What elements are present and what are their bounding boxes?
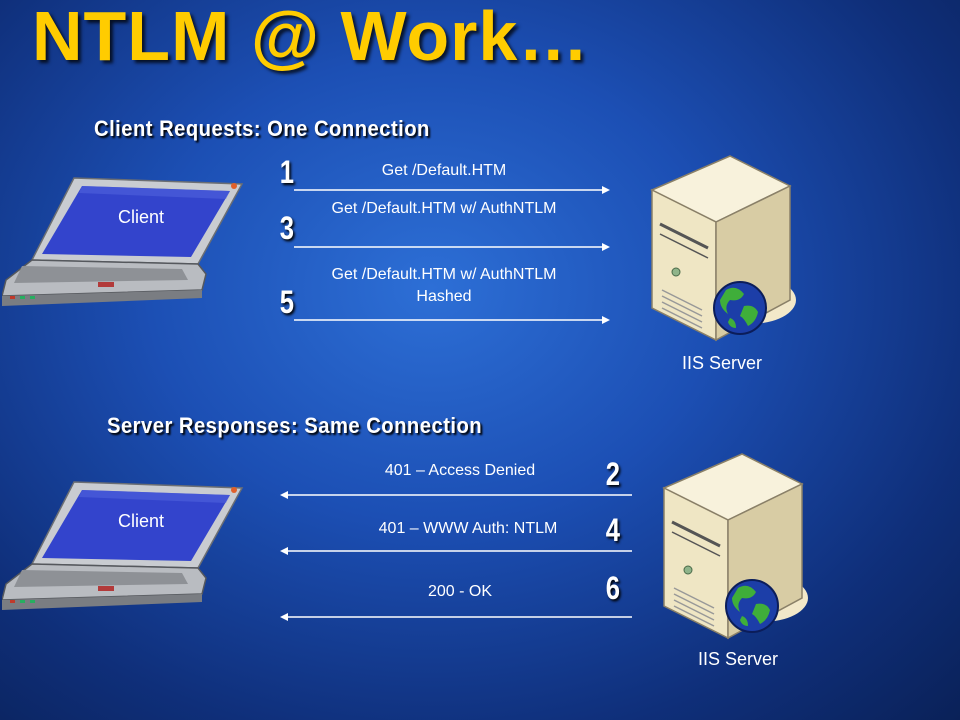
requests-heading: Client Requests: One Connection — [94, 116, 430, 141]
step-number-6: 6 — [605, 570, 621, 606]
server-icon — [650, 155, 796, 342]
server-label-bottom: IIS Server — [698, 649, 779, 669]
server-top — [640, 150, 800, 355]
request-arrow-1 — [294, 185, 612, 195]
laptop-icon — [1, 177, 244, 306]
step-number-4: 4 — [605, 512, 621, 548]
globe-icon — [725, 579, 779, 633]
response-message-4: 401 – WWW Auth: NTLM — [378, 520, 558, 537]
server-bottom — [652, 448, 812, 653]
request-message-5: Get /Default.HTM w/ AuthNTLM Hashed — [331, 266, 557, 305]
globe-icon — [713, 281, 767, 335]
server-label-top: IIS Server — [682, 353, 763, 373]
client-laptop-bottom — [1, 474, 247, 629]
request-message-3: Get /Default.HTM w/ AuthNTLM — [331, 200, 557, 217]
client-laptop-top — [1, 170, 247, 325]
response-message-6: 200 - OK — [427, 583, 493, 600]
laptop-icon — [1, 481, 244, 610]
response-arrow-2 — [280, 490, 634, 500]
request-arrow-5 — [294, 315, 612, 325]
response-message-2: 401 – Access Denied — [384, 462, 536, 479]
response-arrow-6 — [280, 612, 634, 622]
responses-heading: Server Responses: Same Connection — [107, 413, 483, 438]
step-number-5: 5 — [279, 284, 295, 320]
server-icon — [662, 453, 808, 640]
client-label-top: Client — [118, 207, 165, 227]
step-number-2: 2 — [605, 456, 621, 492]
response-arrow-4 — [280, 546, 634, 556]
client-label-bottom: Client — [118, 511, 165, 531]
request-message-1: Get /Default.HTM — [381, 162, 507, 179]
request-arrow-3 — [294, 242, 612, 252]
step-number-1: 1 — [279, 154, 295, 190]
page-title: NTLM @ Work… — [32, 0, 590, 75]
step-number-3: 3 — [279, 210, 295, 246]
